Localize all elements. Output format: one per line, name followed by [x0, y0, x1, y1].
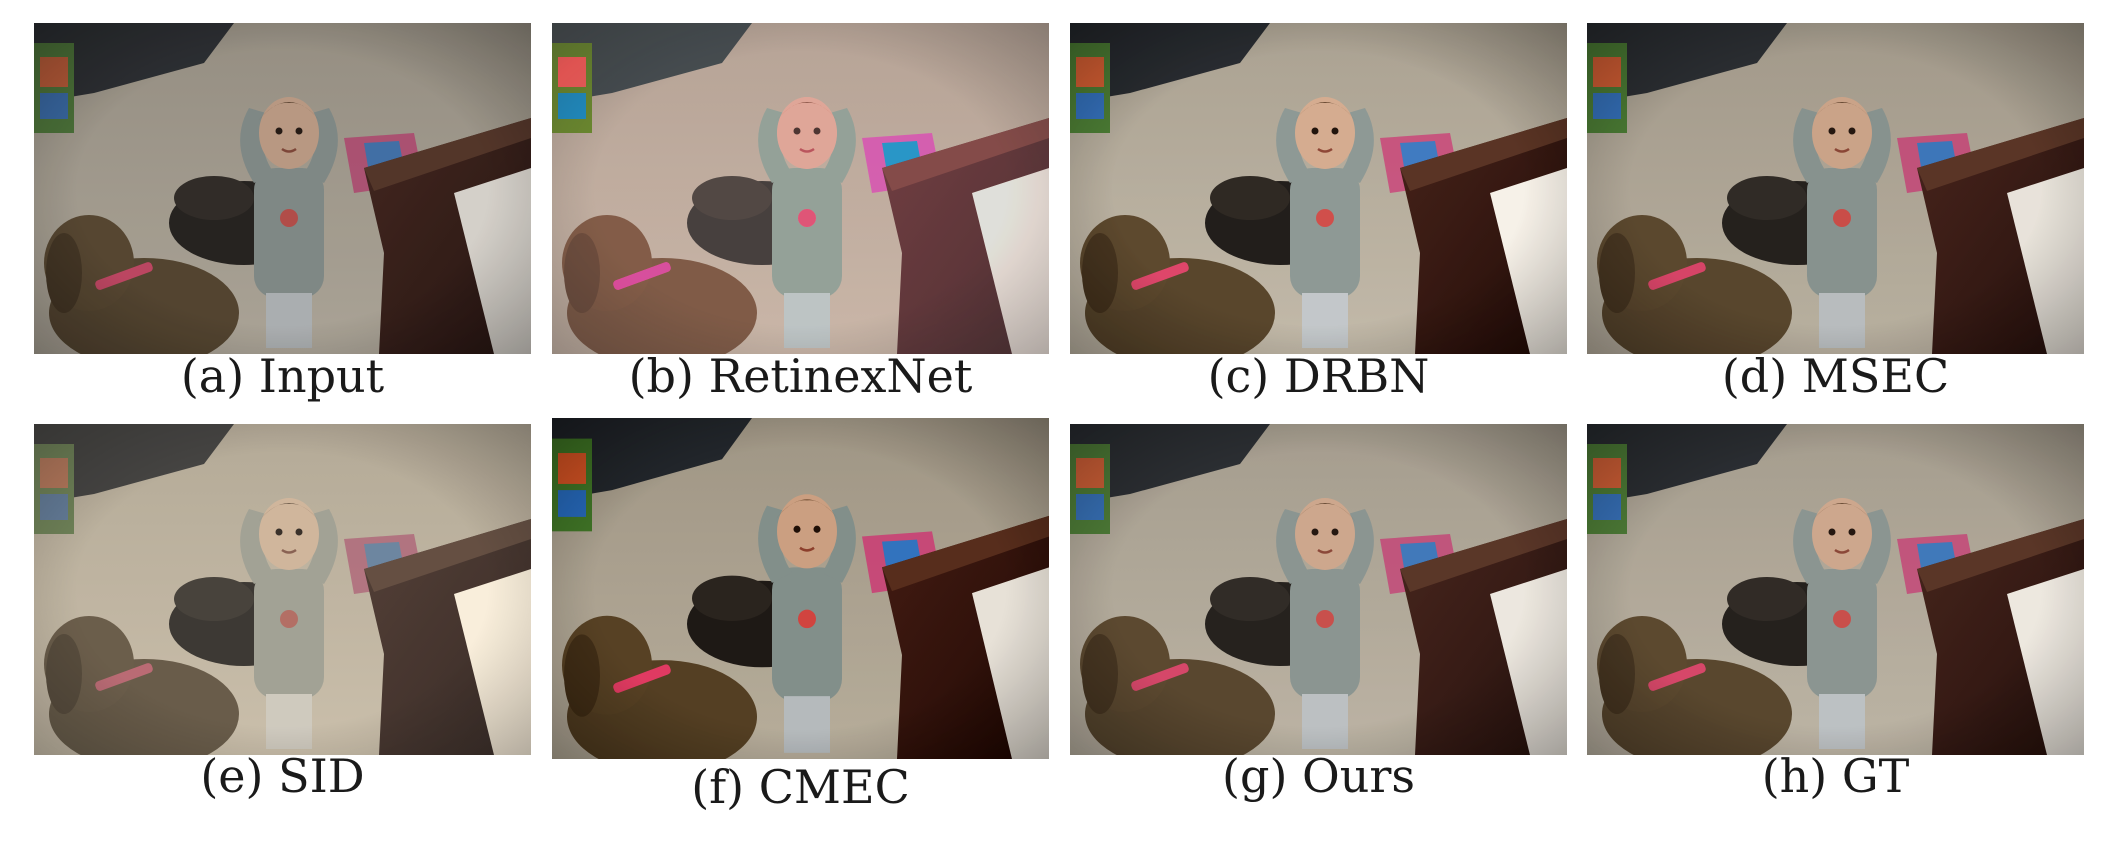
input-image	[34, 23, 531, 354]
caption-b: (b) RetinexNet	[628, 349, 973, 403]
caption-h: (h) GT	[1761, 749, 1910, 803]
retinexnet-image	[552, 23, 1049, 354]
caption-a: (a) Input	[180, 349, 385, 403]
gt-image	[1587, 424, 2084, 755]
sid-image	[34, 424, 531, 755]
caption-d: (d) MSEC	[1721, 349, 1950, 403]
ours-image	[1070, 424, 1567, 755]
caption-c: (c) DRBN	[1207, 349, 1430, 403]
caption-g: (g) Ours	[1222, 749, 1415, 803]
caption-f: (f) CMEC	[691, 760, 910, 814]
msec-image	[1587, 23, 2084, 354]
cmec-image	[552, 418, 1049, 759]
drbn-image	[1070, 23, 1567, 354]
caption-e: (e) SID	[200, 749, 365, 803]
